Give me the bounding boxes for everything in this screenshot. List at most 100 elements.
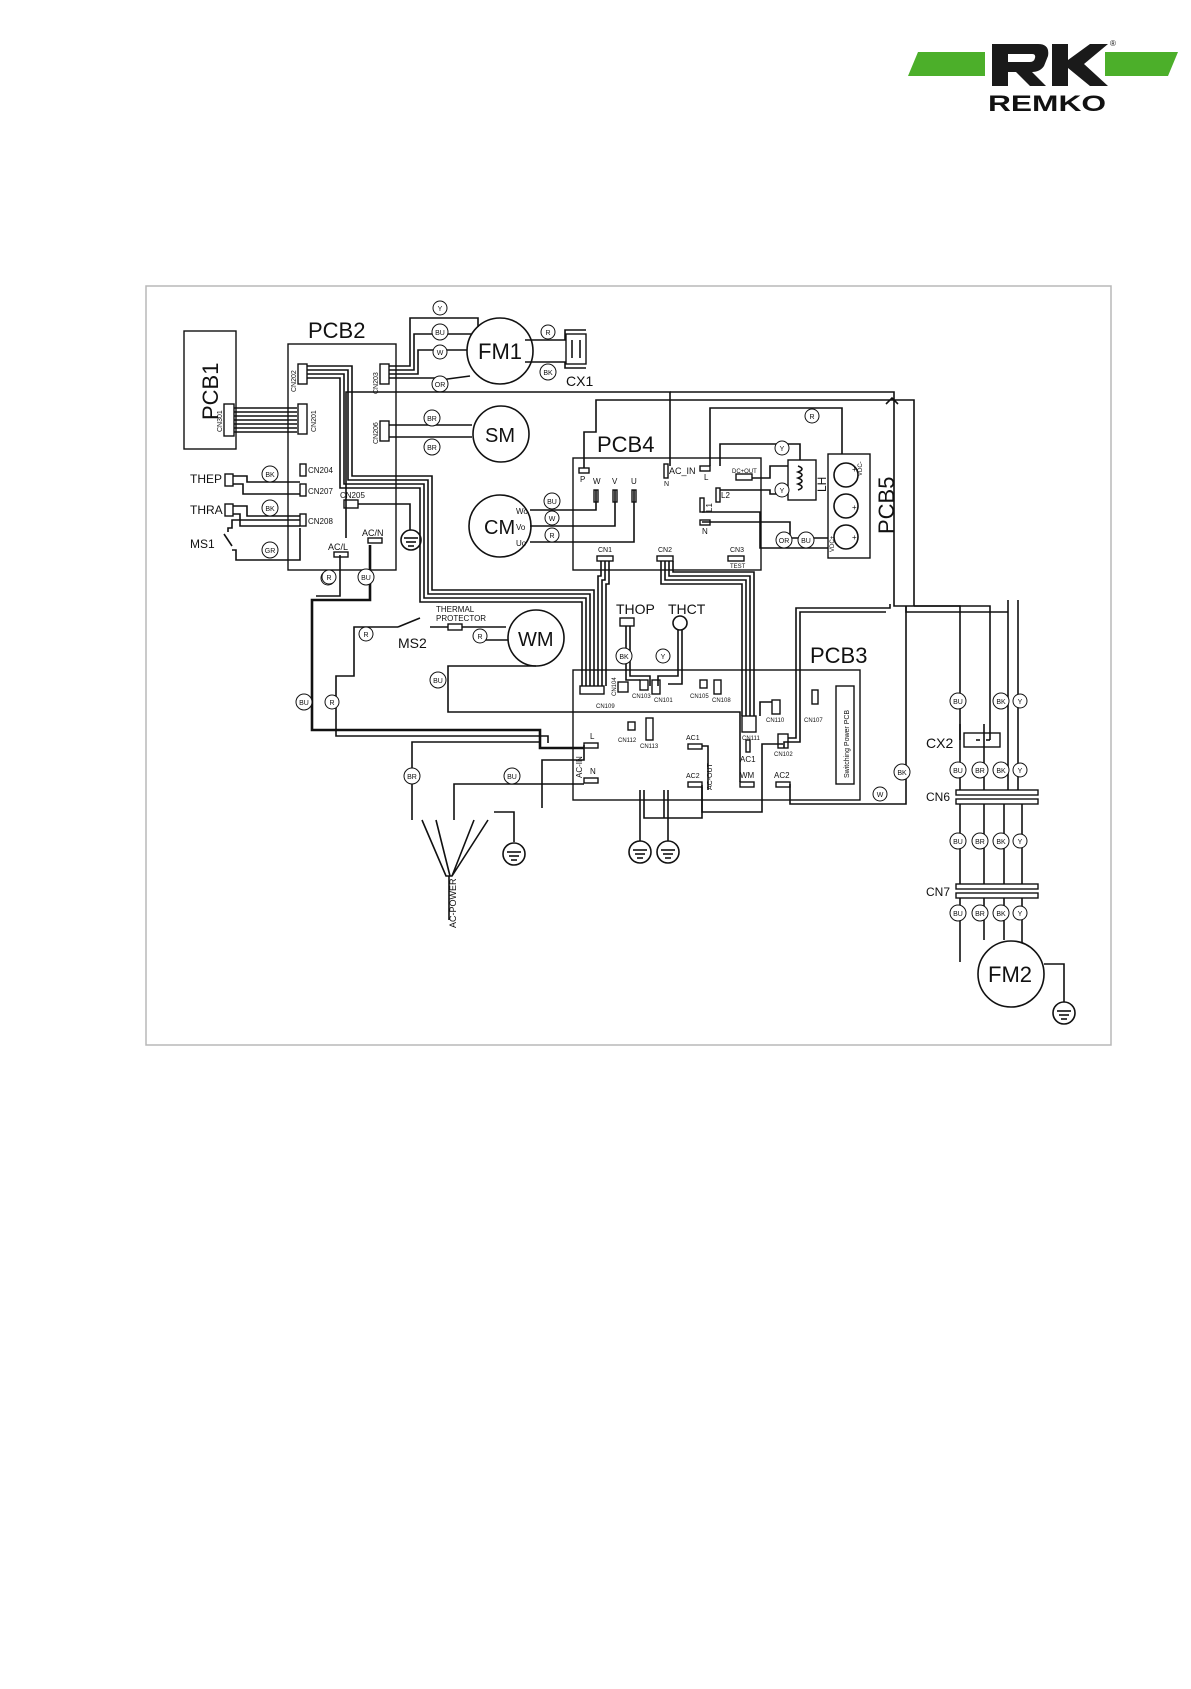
cn109-label: CN109	[596, 704, 615, 710]
fm1-wire-y: Y	[438, 306, 443, 313]
pcb5-wire-bu: BU	[801, 538, 811, 545]
cn203-connector	[379, 363, 390, 385]
supply-wire-r2: R	[329, 700, 334, 707]
cx1-wire-r-tag	[540, 324, 556, 340]
l1-label: L1	[705, 503, 714, 512]
thermal-protector-label-2: PROTECTOR	[436, 614, 486, 623]
ms2-wire-r-tag	[358, 626, 374, 642]
fm2-label: FM2	[988, 962, 1032, 987]
ac-in-terminal	[663, 463, 669, 479]
logo-wordmark: REMKO	[988, 91, 1106, 116]
logo-k-letter	[1052, 44, 1108, 86]
cn7-top-y-tag	[1012, 833, 1028, 849]
pcb3-outline	[572, 669, 861, 801]
cn301-connector	[223, 403, 235, 437]
power-wire-br: BR	[407, 774, 417, 781]
pcb2-pcb3-ribbon	[307, 365, 595, 686]
pcb3-wire-w: W	[877, 792, 884, 799]
pcb5-plus-2: +	[852, 503, 857, 512]
cx1-wire-bk: BK	[543, 370, 553, 377]
thep-label: THEP	[190, 472, 222, 486]
cn6-top-br: BR	[975, 768, 985, 775]
ac-power-label: AC-POWER	[448, 878, 458, 928]
u-terminal	[631, 489, 637, 503]
supply-wire-bu2: BU	[299, 700, 309, 707]
pcb4-label: PCB4	[597, 432, 654, 457]
cn206-label: CN206	[373, 422, 380, 444]
cn7-connector-bottom	[955, 892, 1039, 899]
cm-wire-w-tag	[544, 510, 560, 526]
pcb4-l-label: L	[704, 473, 709, 482]
ac-in-n-label: N	[664, 481, 669, 488]
cn3-label: CN3	[730, 547, 744, 554]
cn6-top-bu: BU	[953, 768, 963, 775]
ac2-terminal	[775, 781, 791, 788]
cx1-wire-r: R	[545, 330, 550, 337]
pcb3-wm-label: WM	[740, 771, 755, 780]
thct-sensor	[672, 615, 688, 631]
pcb5-wire-r: R	[809, 414, 814, 421]
cx2-wire-bu: BU	[953, 699, 963, 706]
pcb3-label: PCB3	[810, 643, 867, 668]
cx1-wire-bk-tag	[539, 363, 557, 381]
cx2-label: CX2	[926, 735, 953, 751]
thct-label: THCT	[668, 601, 706, 617]
cn113-connector	[645, 717, 654, 741]
fm1-label: FM1	[478, 339, 522, 364]
sm-label: SM	[485, 425, 515, 447]
cn110-label: CN110	[766, 718, 785, 724]
ac-n-label: AC/N	[362, 528, 384, 538]
cn207-label: CN207	[308, 487, 333, 496]
p-terminal	[578, 467, 590, 474]
cn3-connector	[727, 555, 745, 562]
cn205-label: CN205	[340, 491, 365, 500]
cx2-wire-bk-tag	[992, 692, 1010, 710]
wm-wire-r: R	[477, 634, 482, 641]
w-terminal	[593, 489, 599, 503]
wm-label: WM	[518, 629, 554, 651]
cn204-connector	[299, 463, 307, 477]
thermal-protector-label-1: THERMAL	[436, 605, 475, 614]
dc-out-label: DC+OUT	[732, 469, 757, 475]
pcb3-grounds	[628, 790, 680, 864]
ac1-label: AC1	[740, 755, 756, 764]
pcb5-vdc-neg-label: VDC-	[858, 461, 864, 476]
pcb3-ac-in-label: AC-IN	[575, 756, 584, 778]
fm1-motor-group: FM1 Y BU W OR CX1 R BK	[389, 300, 593, 393]
cx2-capacitor	[963, 732, 1001, 748]
thct-wire-y-tag	[655, 648, 671, 664]
pcb5-wire-bu-tag	[797, 531, 815, 549]
l2-terminal	[715, 487, 721, 503]
cn208-connector	[299, 513, 307, 527]
cn6-top-br-tag	[971, 761, 989, 779]
thct-wire-y: Y	[661, 654, 666, 661]
supply-wire-r2-tag	[324, 694, 340, 710]
lh-wire-y1: Y	[780, 446, 785, 453]
cn102-label: CN102	[774, 752, 793, 758]
cn6-top-bk-tag	[992, 761, 1010, 779]
ms1-wire-gr: GR	[265, 548, 276, 555]
cn7-top-bk: BK	[996, 839, 1006, 846]
cn104-connector	[617, 681, 629, 693]
cn104-label: CN104	[612, 677, 618, 696]
pcb5-plus-3: +	[852, 533, 857, 542]
cn201-label: CN201	[311, 410, 318, 432]
cn7-label: CN7	[926, 885, 950, 899]
fm1-wire-w: W	[437, 350, 444, 357]
pcb3-n-label: N	[590, 767, 596, 776]
cn2-connector	[656, 555, 674, 562]
cn206-connector	[379, 420, 390, 442]
ac1-terminal	[745, 739, 751, 753]
u-label: U	[631, 477, 637, 486]
cm-term-v: Vo	[516, 523, 526, 532]
cn301-label: CN301	[217, 410, 224, 432]
wm-wire-bu-tag	[429, 671, 447, 689]
fm1-wire-bu-tag	[431, 323, 449, 341]
cn207-connector	[299, 483, 307, 497]
cn112-label: CN112	[618, 738, 637, 744]
pcb5-label: PCB5	[874, 477, 899, 534]
lh-coil-icon	[795, 465, 803, 491]
pcb4-outline	[572, 457, 762, 571]
cn101-label: CN101	[654, 698, 673, 704]
